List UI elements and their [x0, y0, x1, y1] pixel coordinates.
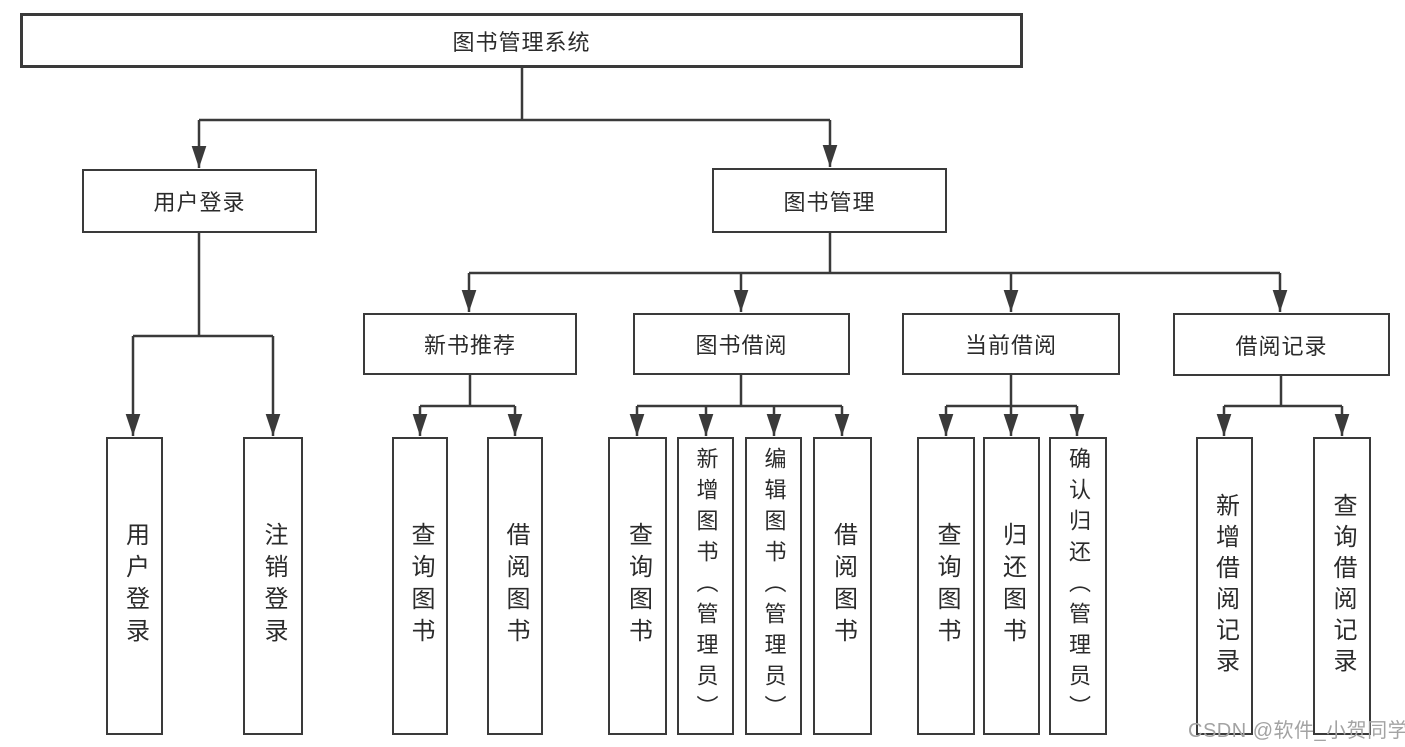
- leaf-add-borrow-record: 新增借阅记录: [1196, 437, 1253, 735]
- node-label: 编辑图书（管理员）: [761, 446, 787, 726]
- node-label: 新增图书（管理员）: [693, 446, 719, 726]
- csdn-watermark: CSDN @软件_小贺同学: [1188, 720, 1405, 742]
- node-label: 图书管理系统: [452, 29, 591, 55]
- leaf-edit-books-admin: 编辑图书（管理员）: [745, 437, 802, 735]
- node-borrow-record: 借阅记录: [1173, 313, 1390, 376]
- leaf-borrow-books-2: 借阅图书: [813, 437, 872, 735]
- leaf-query-books-1: 查询图书: [392, 437, 448, 735]
- leaf-borrow-books-1: 借阅图书: [487, 437, 543, 735]
- node-book-borrow: 图书借阅: [633, 313, 850, 375]
- node-label: 借阅图书: [502, 522, 529, 650]
- node-new-book-recommend: 新书推荐: [363, 313, 577, 375]
- node-user-login: 用户登录: [82, 169, 317, 233]
- leaf-confirm-return-admin: 确认归还（管理员）: [1049, 437, 1107, 735]
- leaf-query-borrow-record: 查询借阅记录: [1313, 437, 1371, 735]
- node-label: 用户登录: [153, 190, 246, 215]
- node-label: 当前借阅: [964, 333, 1057, 358]
- node-label: 查询图书: [407, 522, 434, 650]
- leaf-user-login: 用户登录: [106, 437, 163, 735]
- leaf-return-books: 归还图书: [983, 437, 1040, 735]
- node-label: 借阅记录: [1235, 333, 1328, 359]
- node-current-borrow: 当前借阅: [902, 313, 1120, 375]
- node-label: 查询借阅记录: [1329, 493, 1356, 679]
- node-label: 确认归还（管理员）: [1066, 446, 1091, 726]
- leaf-add-books-admin: 新增图书（管理员）: [677, 437, 734, 735]
- leaf-query-books-2: 查询图书: [608, 437, 667, 735]
- node-label: 新增借阅记录: [1211, 493, 1239, 679]
- node-label: 查询图书: [933, 522, 960, 650]
- leaf-logout: 注销登录: [243, 437, 303, 735]
- node-label: 用户登录: [121, 522, 149, 650]
- node-label: 查询图书: [624, 522, 652, 650]
- node-book-management: 图书管理: [712, 168, 947, 233]
- node-root-system: 图书管理系统: [20, 13, 1023, 68]
- node-label: 新书推荐: [423, 333, 516, 358]
- node-label: 注销登录: [260, 522, 287, 650]
- node-label: 借阅图书: [829, 522, 857, 650]
- leaf-query-books-3: 查询图书: [917, 437, 975, 735]
- node-label: 归还图书: [998, 522, 1026, 650]
- node-label: 图书管理: [783, 189, 876, 215]
- node-label: 图书借阅: [695, 333, 788, 358]
